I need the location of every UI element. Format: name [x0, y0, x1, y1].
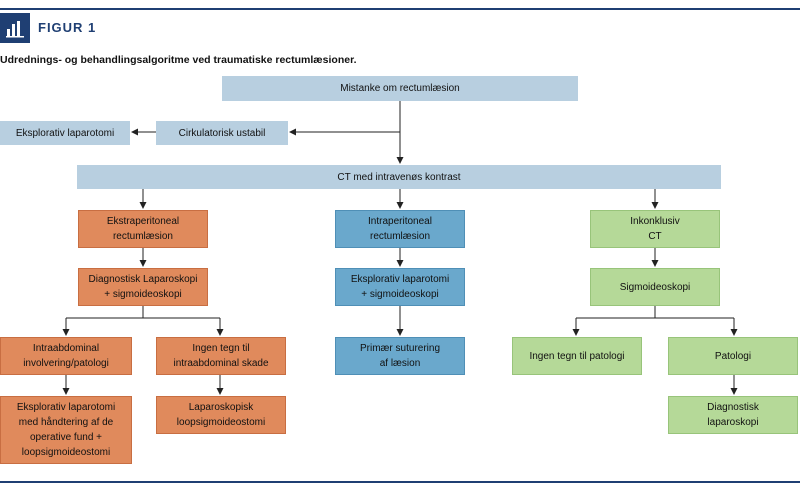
node-diagnostisk-laparoskopi: Diagnostisk Laparoskopi + sigmoideoskopi	[78, 268, 208, 306]
bottom-rule	[0, 481, 800, 483]
figure-caption: Udrednings- og behandlingsalgoritme ved …	[0, 54, 357, 66]
node-patologi: Patologi	[668, 337, 798, 375]
node-ingen-tegn-patologi: Ingen tegn til patologi	[512, 337, 642, 375]
node-eksplorativ-laparotomi-top: Eksplorativ laparotomi	[0, 121, 130, 145]
node-inkonklusiv-ct: Inkonklusiv CT	[590, 210, 720, 248]
node-ingen-tegn-intraabdominal: Ingen tegn til intraabdominal skade	[156, 337, 286, 375]
node-sigmoideoskopi: Sigmoideoskopi	[590, 268, 720, 306]
node-eksplorativ-laparotomi-handtering: Eksplorativ laparotomi med håndtering af…	[0, 396, 132, 464]
node-mistanke: Mistanke om rectumlæsion	[222, 76, 578, 101]
node-intraperitoneal: Intraperitoneal rectumlæsion	[335, 210, 465, 248]
node-diagnostisk-laparoskopi-final: Diagnostisk laparoskopi	[668, 396, 798, 434]
node-eksplorativ-laparotomi-sigmo: Eksplorativ laparotomi + sigmoideoskopi	[335, 268, 465, 306]
node-intraabdominal-involvering: Intraabdominal involvering/patologi	[0, 337, 132, 375]
node-ct-kontrast: CT med intravenøs kontrast	[77, 165, 721, 189]
figure-label: FIGUR 1	[38, 20, 97, 35]
node-ekstraperitoneal: Ekstraperitoneal rectumlæsion	[78, 210, 208, 248]
node-cirkulatorisk-ustabil: Cirkulatorisk ustabil	[156, 121, 288, 145]
node-primaer-suturering: Primær suturering af læsion	[335, 337, 465, 375]
bar-chart-icon	[0, 13, 30, 43]
top-rule	[0, 8, 800, 10]
node-laparoskopisk-loopsigmoideostomi: Laparoskopisk loopsigmoideostomi	[156, 396, 286, 434]
